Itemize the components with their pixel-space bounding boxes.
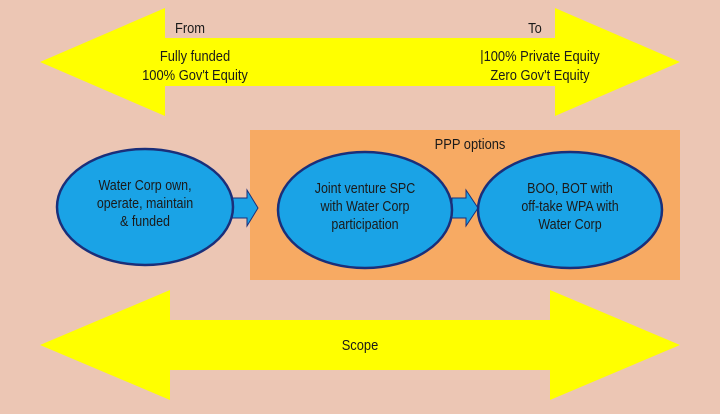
from-title: From <box>174 20 206 37</box>
to-title: To <box>528 20 542 37</box>
connector-arrow-2 <box>451 188 479 228</box>
connector-arrow-1 <box>231 188 259 228</box>
from-description: Fully funded 100% Gov't Equity <box>122 48 268 86</box>
node-joint-venture <box>276 150 454 270</box>
node-line: operate, maintain <box>96 196 194 213</box>
ppp-options-label: PPP options <box>434 136 506 153</box>
to-description: |100% Private Equity Zero Gov't Equity <box>467 48 613 86</box>
node-water-corp-own-label: Water Corp own, operate, maintain & fund… <box>72 177 218 231</box>
node-boo-bot-label: BOO, BOT with off-take WPA with Water Co… <box>501 180 639 234</box>
from-line: Fully funded <box>159 48 231 65</box>
top-double-arrow <box>40 8 680 116</box>
node-line: participation <box>331 217 399 234</box>
node-water-corp-own <box>55 147 235 267</box>
node-line: BOO, BOT with <box>527 181 613 197</box>
to-line: |100% Private Equity <box>480 48 600 65</box>
node-line: & funded <box>120 214 170 231</box>
scope-double-arrow <box>40 290 680 400</box>
scope-label: Scope <box>341 337 379 354</box>
node-line: Joint venture SPC <box>314 181 416 197</box>
from-line: 100% Gov't Equity <box>142 66 248 84</box>
node-line: with Water Corp <box>320 199 410 216</box>
node-line: off-take WPA with <box>521 199 619 216</box>
node-joint-venture-label: Joint venture SPC with Water Corp partic… <box>296 180 434 234</box>
node-line: Water Corp own, <box>98 178 192 194</box>
node-line: Water Corp <box>538 217 602 234</box>
to-line: Zero Gov't Equity <box>490 66 590 84</box>
node-boo-bot <box>476 150 664 270</box>
